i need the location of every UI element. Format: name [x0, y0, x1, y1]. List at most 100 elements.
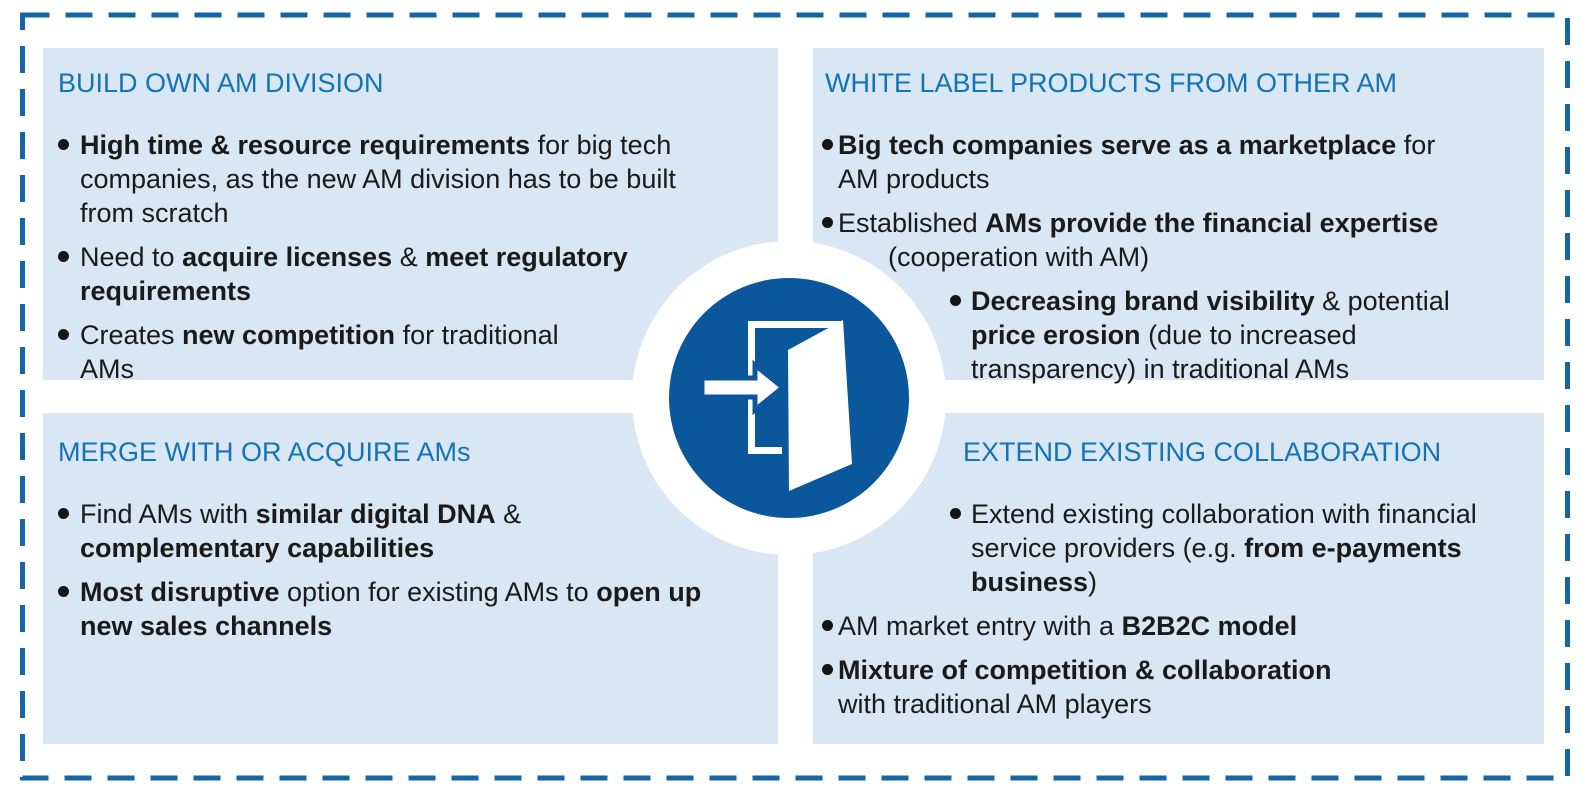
quadrant-title: BUILD OWN AM DIVISION: [58, 68, 384, 98]
text-segment: (due to increased: [1140, 320, 1357, 350]
bold-text-segment: from e-payments: [1244, 533, 1462, 563]
bullet-line: business): [971, 565, 1477, 599]
bullet-line: Creates new competition for traditional: [80, 318, 559, 352]
bullet-list: Extend existing collaboration with finan…: [813, 497, 1544, 721]
text-segment: companies, as the new AM division has to…: [80, 164, 676, 194]
bullet-item: Find AMs with similar digital DNA &compl…: [58, 497, 778, 565]
text-segment: Established: [838, 208, 986, 238]
bullet-line: AM market entry with a B2B2C model: [838, 609, 1297, 643]
text-segment: transparency) in traditional AMs: [971, 354, 1350, 384]
enter-arrow-icon: [699, 359, 787, 416]
bullet-dot-icon: [822, 217, 833, 228]
bullet-item: AM market entry with a B2B2C model: [822, 609, 1544, 643]
bold-text-segment: new sales channels: [80, 611, 333, 641]
text-segment: &: [495, 499, 522, 529]
text-segment: &: [392, 242, 426, 272]
text-segment: & potential: [1314, 286, 1450, 316]
bullet-line: new sales channels: [80, 609, 701, 643]
quadrant-title: EXTEND EXISTING COLLABORATION: [963, 437, 1442, 467]
text-segment: (cooperation with AM): [888, 242, 1150, 272]
bold-text-segment: meet regulatory: [425, 242, 628, 272]
bullet-dot-icon: [950, 295, 961, 306]
bold-text-segment: open up: [596, 577, 702, 607]
text-segment: AM market entry with a: [838, 611, 1122, 641]
text-segment: Extend existing collaboration with finan…: [971, 499, 1477, 529]
bullet-text: Need to acquire licenses & meet regulato…: [80, 240, 628, 308]
bullet-line: Big tech companies serve as a marketplac…: [838, 128, 1435, 162]
bullet-list: High time & resource requirements for bi…: [43, 128, 778, 386]
bold-text-segment: acquire licenses: [182, 242, 393, 272]
bold-text-segment: High time & resource requirements: [80, 130, 531, 160]
text-segment: AM products: [838, 164, 990, 194]
bold-text-segment: price erosion: [971, 320, 1141, 350]
bold-text-segment: similar digital DNA: [255, 499, 496, 529]
quadrant-extend-collaboration: EXTEND EXISTING COLLABORATION Extend exi…: [813, 413, 1544, 744]
bullet-line: requirements: [80, 274, 628, 308]
bullet-line: from scratch: [80, 196, 676, 230]
market-entry-door-icon: [632, 241, 946, 555]
bullet-text: Established AMs provide the financial ex…: [838, 206, 1438, 274]
bullet-text: Big tech companies serve as a marketplac…: [838, 128, 1435, 196]
bullet-text: AM market entry with a B2B2C model: [838, 609, 1297, 643]
bullet-line: Most disruptive option for existing AMs …: [80, 575, 701, 609]
bullet-line: Find AMs with similar digital DNA &: [80, 497, 521, 531]
bold-text-segment: Most disruptive: [80, 577, 280, 607]
bold-text-segment: requirements: [80, 276, 252, 306]
bold-text-segment: Mixture of competition & collaboration: [838, 655, 1332, 685]
bullet-line: complementary capabilities: [80, 531, 521, 565]
bullet-item: High time & resource requirements for bi…: [58, 128, 778, 230]
bullet-line: companies, as the new AM division has to…: [80, 162, 676, 196]
bullet-line: transparency) in traditional AMs: [971, 352, 1450, 386]
bullet-dot-icon: [822, 620, 833, 631]
bullet-line: AMs: [80, 352, 559, 386]
text-segment: ): [1088, 567, 1098, 597]
bullet-dot-icon: [822, 664, 833, 675]
bullet-text: Extend existing collaboration with finan…: [971, 497, 1477, 599]
bullet-dot-icon: [58, 586, 69, 597]
bullet-line: High time & resource requirements for bi…: [80, 128, 676, 162]
bold-text-segment: new competition: [182, 320, 396, 350]
text-segment: with traditional AM players: [838, 689, 1152, 719]
bullet-line: Extend existing collaboration with finan…: [971, 497, 1477, 531]
bold-text-segment: Decreasing brand visibility: [971, 286, 1315, 316]
text-segment: from scratch: [80, 198, 229, 228]
bullet-dot-icon: [58, 251, 69, 262]
text-segment: for: [1396, 130, 1436, 160]
quadrant-white-label-products: WHITE LABEL PRODUCTS FROM OTHER AM Big t…: [813, 48, 1544, 384]
bold-text-segment: AMs provide the financial expertise: [985, 208, 1439, 238]
bullet-item: Extend existing collaboration with finan…: [950, 497, 1544, 599]
bullet-line: service providers (e.g. from e-payments: [971, 531, 1477, 565]
text-segment: Need to: [80, 242, 183, 272]
bullet-text: High time & resource requirements for bi…: [80, 128, 676, 230]
text-segment: for big tech: [530, 130, 672, 160]
text-segment: Find AMs with: [80, 499, 256, 529]
bullet-dot-icon: [58, 329, 69, 340]
text-segment: service providers (e.g.: [971, 533, 1245, 563]
bold-text-segment: complementary capabilities: [80, 533, 435, 563]
bullet-line: Decreasing brand visibility & potential: [971, 284, 1450, 318]
bullet-line: with traditional AM players: [838, 687, 1332, 721]
bullet-text: Most disruptive option for existing AMs …: [80, 575, 701, 643]
text-segment: AMs: [80, 354, 134, 384]
bold-text-segment: business: [971, 567, 1089, 597]
bullet-text: Mixture of competition & collaboration wi…: [838, 653, 1332, 721]
bullet-dot-icon: [58, 139, 69, 150]
bullet-line: (cooperation with AM): [838, 240, 1438, 274]
bullet-line: AM products: [838, 162, 1435, 196]
bold-text-segment: B2B2C model: [1121, 611, 1298, 641]
bullet-dot-icon: [950, 508, 961, 519]
quadrant-title: WHITE LABEL PRODUCTS FROM OTHER AM: [825, 68, 1398, 98]
text-segment: Creates: [80, 320, 183, 350]
bullet-list: Big tech companies serve as a marketplac…: [813, 128, 1544, 386]
bullet-item: Big tech companies serve as a marketplac…: [822, 128, 1544, 196]
bullet-item: Mixture of competition & collaboration wi…: [822, 653, 1544, 721]
bold-text-segment: Big tech companies serve as a marketplac…: [838, 130, 1397, 160]
quadrant-title: MERGE WITH OR ACQUIRE AMs: [58, 437, 471, 467]
bullet-line: Established AMs provide the financial ex…: [838, 206, 1438, 240]
bullet-item: Most disruptive option for existing AMs …: [58, 575, 778, 643]
bullet-text: Find AMs with similar digital DNA &compl…: [80, 497, 521, 565]
text-segment: option for existing AMs to: [279, 577, 597, 607]
